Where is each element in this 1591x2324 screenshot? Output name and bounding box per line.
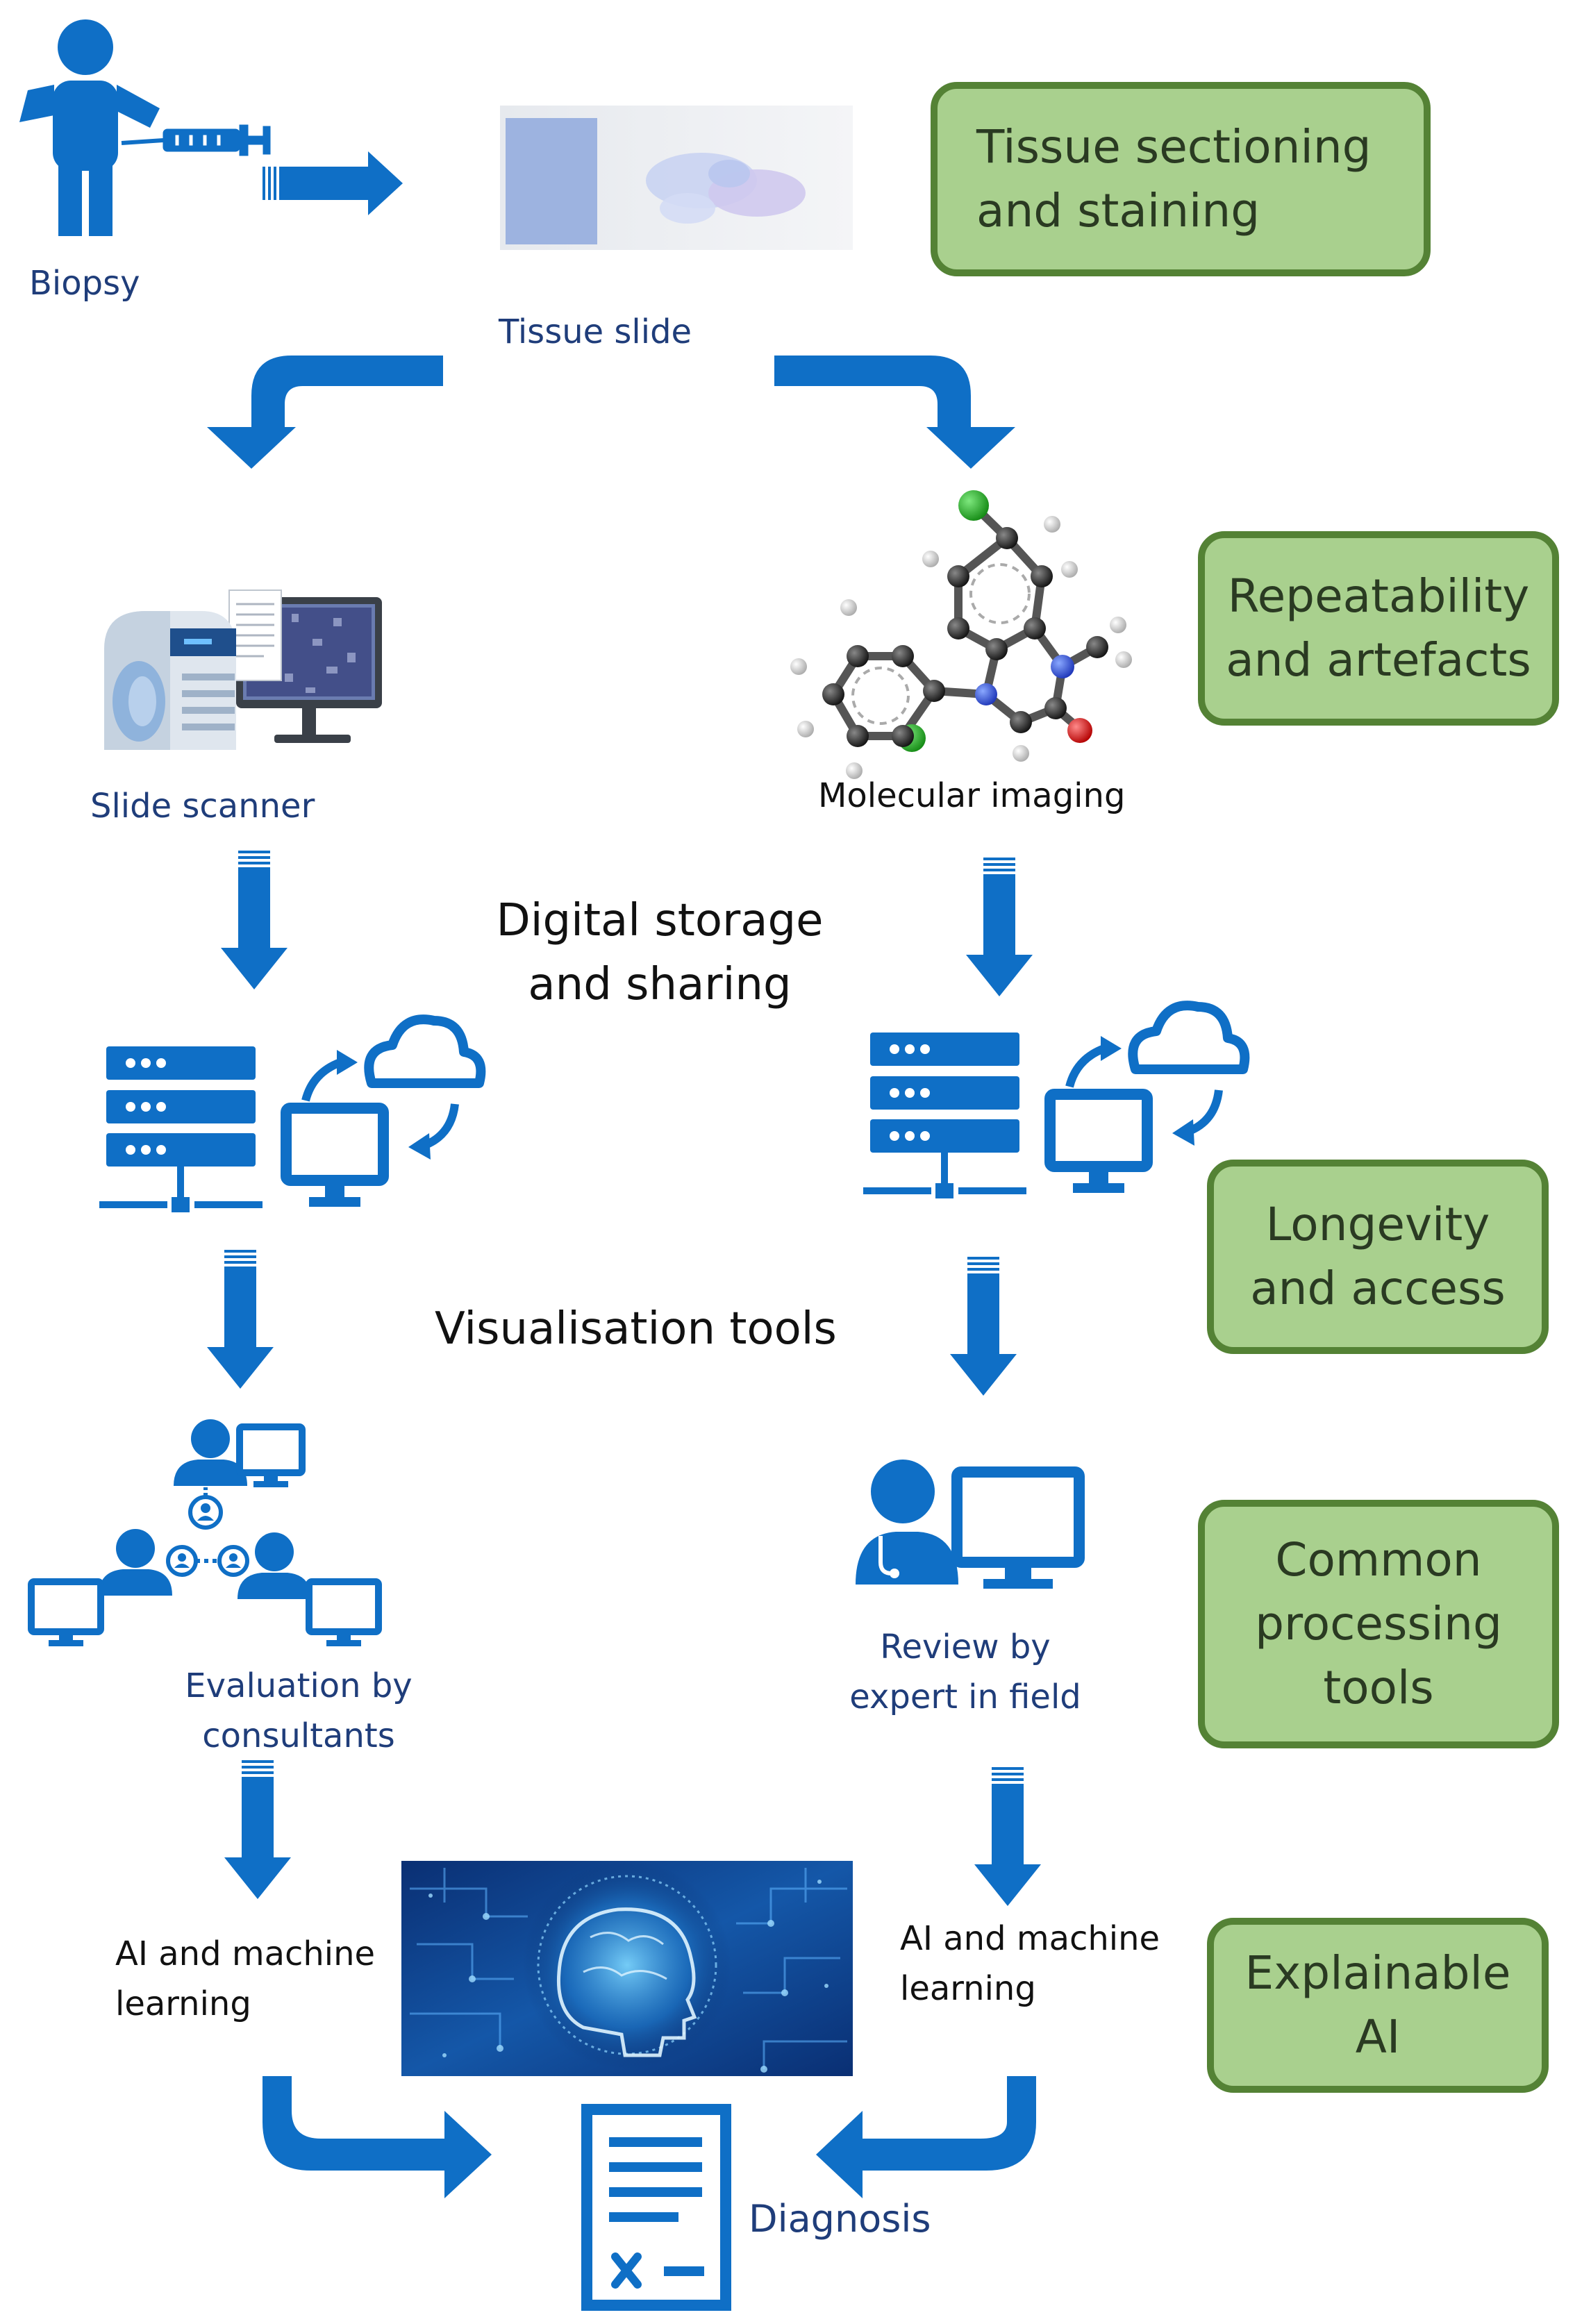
digital-storage-line-1: Digital storage [496, 895, 824, 946]
box-repeatability-line-1: Repeatability [1227, 569, 1530, 623]
slide-scanner-icon [104, 590, 382, 750]
biopsy-label: Biopsy [29, 264, 140, 303]
molecular-imaging-label: Molecular imaging [818, 776, 1126, 815]
box-tissue-sectioning-line-2: and staining [976, 184, 1260, 237]
box-common-processing-line-1: Common [1275, 1533, 1482, 1587]
box-explainable-ai-line-1: Explainable [1244, 1946, 1511, 2000]
box-common-processing-line-2: processing [1255, 1597, 1502, 1650]
server-cloud-icon-left [99, 1014, 486, 1212]
box-common-processing: Common processing tools [1198, 1500, 1559, 1748]
molecule-icon [790, 490, 1132, 779]
review-line-1: Review by [880, 1628, 1051, 1666]
box-repeatability: Repeatability and artefacts [1198, 531, 1559, 726]
ai-ml-left-line-2: learning [115, 1984, 251, 2023]
ai-ml-right-line-2: learning [900, 1969, 1036, 2008]
digital-storage-line-2: and sharing [528, 959, 792, 1010]
arrow-slide-to-scanner [207, 321, 443, 469]
tissue-slide-image [500, 106, 853, 250]
box-longevity: Longevity and access [1207, 1160, 1549, 1354]
slide-scanner-label: Slide scanner [90, 787, 315, 826]
tissue-slide-label: Tissue slide [499, 312, 692, 351]
evaluation-line-2: consultants [202, 1716, 395, 1755]
arrow-molecular-to-storage [966, 858, 1033, 996]
arrow-biopsy-to-slide [263, 151, 403, 215]
expert-doctor-icon [856, 1460, 1085, 1589]
diagnosis-label: Diagnosis [749, 2197, 931, 2241]
arrow-slide-to-molecular [774, 321, 1015, 469]
ai-ml-label-right: AI and machine learning [900, 1914, 1160, 2014]
ai-ml-right-line-1: AI and machine [900, 1919, 1160, 1958]
consultants-network-icon [28, 1419, 382, 1646]
box-repeatability-line-2: and artefacts [1226, 633, 1531, 687]
ai-brain-image [401, 1861, 853, 2076]
syringe-icon [121, 124, 271, 156]
arrow-right-ai-to-diagnosis [816, 2076, 1036, 2198]
ai-ml-label-left: AI and machine learning [115, 1929, 375, 2029]
box-explainable-ai: Explainable AI [1207, 1918, 1549, 2093]
arrow-consultants-to-ai [224, 1760, 291, 1899]
box-tissue-sectioning-line-1: Tissue sectioning [976, 120, 1372, 174]
arrow-expert-to-ai [974, 1767, 1041, 1906]
visualisation-tools-heading: Visualisation tools [435, 1303, 837, 1355]
box-longevity-line-2: and access [1250, 1262, 1506, 1315]
box-explainable-ai-line-2: AI [1355, 2010, 1401, 2064]
box-common-processing-line-3: tools [1323, 1661, 1434, 1714]
arrow-storage-to-expert [950, 1257, 1017, 1396]
digital-storage-heading: Digital storage and sharing [472, 889, 847, 1017]
evaluation-line-1: Evaluation by [185, 1666, 413, 1705]
box-tissue-sectioning: Tissue sectioning and staining [931, 82, 1431, 276]
review-label: Review by expert in field [806, 1622, 1125, 1722]
arrow-storage-to-consultants [207, 1250, 274, 1389]
box-longevity-line-1: Longevity [1265, 1198, 1490, 1251]
review-line-2: expert in field [849, 1678, 1081, 1716]
evaluation-label: Evaluation by consultants [153, 1661, 444, 1761]
server-cloud-icon-right [863, 1001, 1250, 1198]
ai-ml-left-line-1: AI and machine [115, 1934, 376, 1973]
diagnosis-document-icon [581, 2104, 731, 2311]
arrow-scanner-to-storage [221, 851, 288, 989]
arrow-left-ai-to-diagnosis [263, 2076, 492, 2198]
biopsy-person-icon [19, 19, 160, 236]
